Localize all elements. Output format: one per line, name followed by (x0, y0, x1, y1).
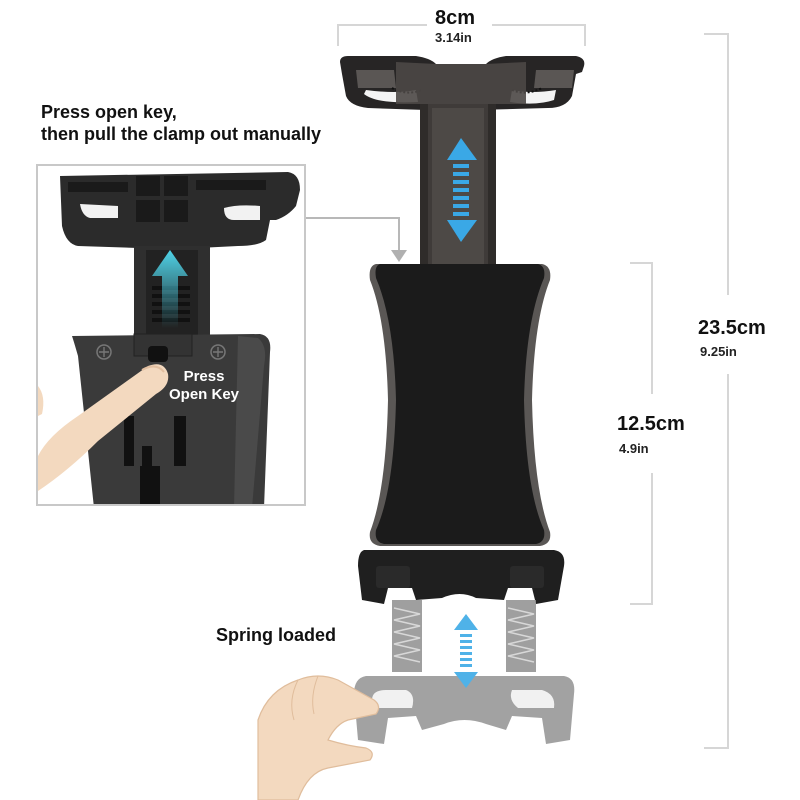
press-open-key-line2: Open Key (168, 386, 240, 403)
clamp-height-in-label: 4.9in (619, 441, 649, 456)
inset-caption-line2: then pull the clamp out manually (41, 124, 322, 144)
hand-pulling-illustration (257, 675, 380, 800)
main-clamp-illustration (340, 56, 585, 744)
inset-clamp-illustration (38, 172, 300, 504)
width-dim-line-right (492, 24, 586, 26)
press-open-key-label: Press Open Key (156, 368, 252, 404)
inset-caption-line1: Press open key, (41, 102, 177, 122)
press-open-key-line1: Press (183, 368, 225, 385)
height-adjust-arrow-icon (447, 138, 477, 242)
spring-travel-arrow-icon (454, 614, 478, 688)
clamp-dim-line-upper (651, 262, 653, 394)
total-height-cm-label: 23.5cm (698, 317, 766, 339)
width-dim-tick-left (337, 24, 339, 46)
total-dim-tick-bottom (704, 747, 728, 749)
pull-up-arrow-icon (152, 250, 188, 328)
clamp-dim-tick-bottom (630, 603, 652, 605)
total-height-in-label: 9.25in (700, 344, 737, 359)
clamp-dim-line-lower (651, 473, 653, 605)
width-dim-line-left (337, 24, 427, 26)
callout-line-vertical (398, 217, 400, 251)
spring-loaded-caption: Spring loaded (216, 625, 337, 645)
width-dim-tick-right (584, 24, 586, 46)
inset-caption: Press open key, then pull the clamp out … (41, 101, 321, 145)
callout-arrow-down-icon (391, 250, 407, 262)
width-cm-label: 8cm (435, 7, 476, 29)
total-dim-line-lower (727, 374, 729, 749)
inset-panel: Press Open Key (36, 164, 306, 506)
total-dim-tick-top (704, 33, 728, 35)
clamp-dim-tick-top (630, 262, 652, 264)
clamp-height-cm-label: 12.5cm (617, 413, 685, 435)
total-dim-line-upper (727, 33, 729, 295)
width-in-label: 3.14in (435, 30, 472, 45)
callout-line-horizontal (306, 217, 400, 219)
